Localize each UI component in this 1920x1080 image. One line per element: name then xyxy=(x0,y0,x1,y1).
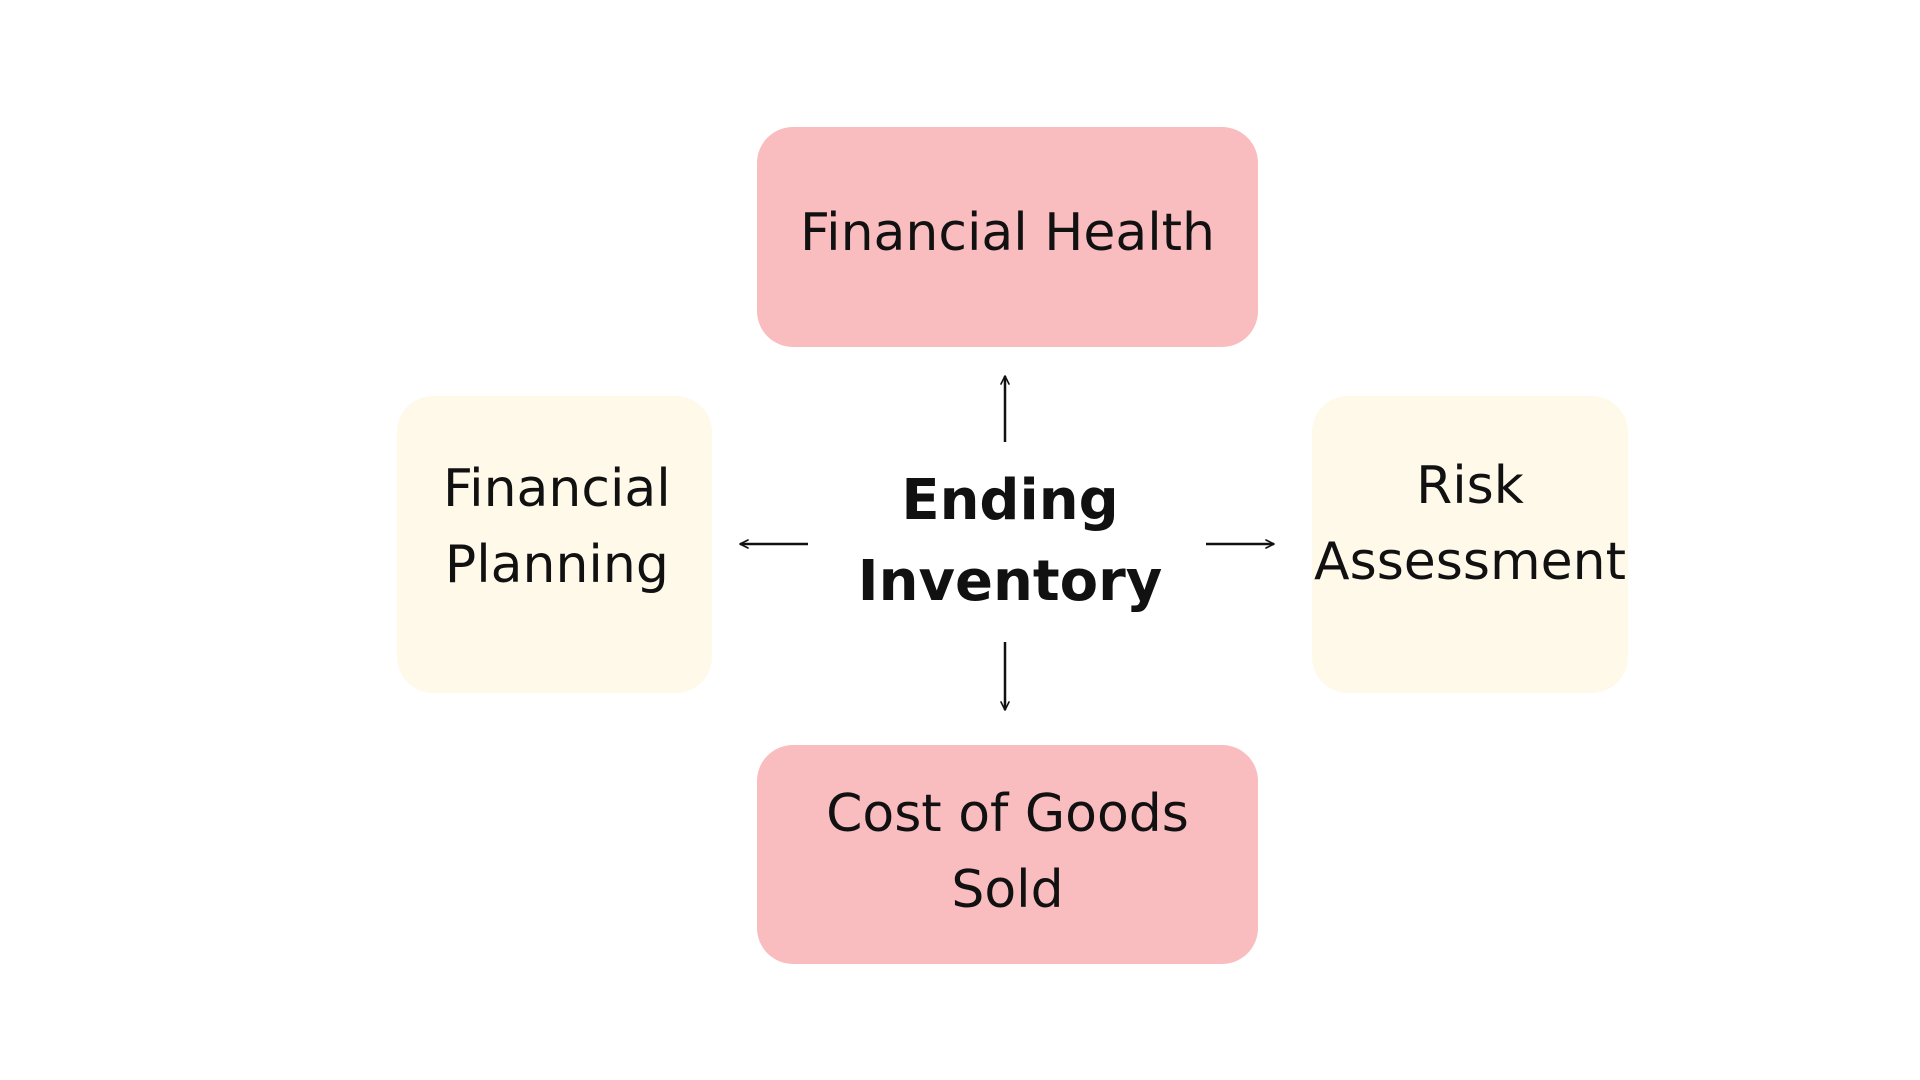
risk-assessment-label: Risk Assessment xyxy=(1314,449,1626,600)
financial-planning-line-1: Financial xyxy=(443,459,671,520)
financial-planning-label: Financial Planning xyxy=(443,452,671,603)
financial-planning-line-2: Planning xyxy=(444,534,669,595)
ending-inventory-label: Ending Inventory xyxy=(840,460,1180,622)
cost-of-goods-sold-label: Cost of Goods Sold xyxy=(826,777,1189,928)
cost-of-goods-sold-line-2: Sold xyxy=(951,859,1064,920)
cost-of-goods-sold-line-1: Cost of Goods xyxy=(826,784,1189,845)
financial-planning-box: Financial Planning xyxy=(397,396,712,693)
financial-health-label: Financial Health xyxy=(800,203,1215,264)
ending-inventory-line-2: Inventory xyxy=(857,549,1163,615)
financial-health-box: Financial Health xyxy=(757,127,1258,347)
risk-assessment-box: Risk Assessment xyxy=(1312,396,1628,693)
risk-assessment-line-2: Assessment xyxy=(1314,531,1626,592)
risk-assessment-line-1: Risk xyxy=(1416,456,1524,517)
ending-inventory-line-1: Ending xyxy=(901,468,1119,533)
cost-of-goods-sold-box: Cost of Goods Sold xyxy=(757,745,1258,964)
